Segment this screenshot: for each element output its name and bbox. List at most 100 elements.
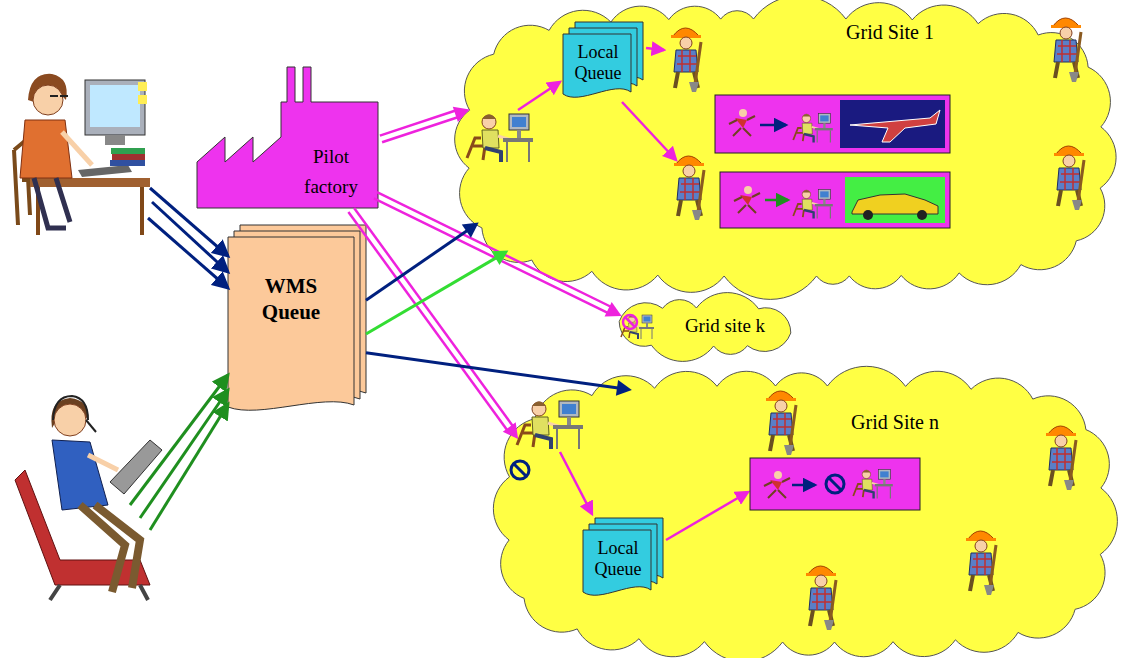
pilot-job-box-car-part [793, 190, 833, 219]
site-n-figures-part [966, 531, 996, 595]
connector [366, 223, 479, 301]
connector-line [382, 117, 459, 143]
node-label: Local Queue [585, 538, 651, 579]
connector-line [366, 257, 498, 334]
node-label: Grid Site n [825, 410, 965, 434]
grid-site-cloud-outline [495, 372, 1115, 656]
arrowhead [605, 302, 622, 316]
pilot-job-box-plane-part [850, 110, 940, 142]
user-woman-part [30, 178, 150, 187]
connector-line [380, 110, 457, 136]
pilot-job-box-plane-part [793, 114, 833, 143]
pilot-job-box-plane-part [760, 124, 786, 127]
node-label: Grid Site 1 [820, 20, 960, 44]
connector [366, 353, 632, 396]
pilot-job-box-blocked-part [750, 458, 920, 510]
user-woman-part [50, 95, 68, 97]
user-arrows-part [150, 404, 228, 530]
pilot-job-box-car-part [720, 172, 950, 228]
connector-line [354, 208, 514, 428]
user-woman [14, 74, 150, 235]
user-man-part [54, 404, 86, 436]
user-woman-part [34, 178, 70, 228]
connector [380, 107, 470, 143]
site-n-figures-part [806, 566, 836, 630]
pilot-job-box-car-part [734, 186, 760, 213]
user-woman-part [85, 80, 145, 135]
local-queue: Local Queue [583, 518, 663, 598]
grid-site-cloud: Grid Site n Local Queue [495, 372, 1115, 656]
user-arrows [130, 188, 228, 530]
site-1-figures-part [467, 114, 533, 162]
user-man-part [88, 455, 118, 470]
site-1-figures-part [671, 28, 701, 92]
pilot-job-box-blocked-part [853, 470, 893, 499]
user-woman-part [28, 74, 67, 102]
pilot-job-box-car-part [845, 177, 945, 223]
local-queue-arrows-part [518, 82, 560, 110]
user-arrows-part [148, 218, 228, 288]
pilot-job-box-car-part [852, 194, 938, 214]
local-queue-arrows-part [666, 492, 748, 540]
site-n-figures-part [511, 461, 529, 479]
connector-line [374, 198, 609, 313]
arrowhead [616, 380, 632, 396]
connector-line [366, 353, 620, 389]
grid-site-cloud: Grid site k [605, 294, 805, 360]
pilot-job-box-blocked-part [792, 484, 815, 487]
user-woman-part [138, 82, 147, 91]
site-n-figures-part [517, 401, 583, 449]
user-woman-part [105, 135, 125, 145]
user-man-part [80, 505, 140, 592]
node-label: Pilot factory [285, 142, 377, 203]
connector-line [348, 212, 508, 431]
user-woman-part [138, 95, 147, 104]
site-k-figures-part [625, 317, 635, 327]
pilot-job-box-plane-part [729, 109, 755, 136]
grid-site-cloud: Grid Site 1 Local Queue [455, 5, 1115, 290]
site-k-figures [621, 315, 654, 339]
node-label: Local Queue [565, 42, 631, 83]
connector [366, 251, 508, 335]
user-woman-part [14, 140, 50, 225]
local-queue: Local Queue [563, 22, 643, 100]
pilot-job-box-blocked [750, 458, 920, 510]
site-1-figures-part [1054, 146, 1084, 210]
user-arrows-part [130, 375, 228, 505]
user-woman-part [111, 148, 145, 154]
queue-sheet [563, 34, 631, 97]
user-woman-part [78, 165, 132, 177]
user-man-part [15, 470, 150, 585]
local-queue-arrows-part [560, 452, 592, 514]
pilot-job-box-car-part [765, 199, 788, 202]
user-woman-part [90, 85, 140, 127]
pilot-job-box-blocked-part [826, 475, 844, 493]
connector [374, 192, 622, 316]
user-man-part [86, 420, 96, 432]
user-woman-part [20, 120, 72, 178]
node-label: Grid site k [655, 315, 795, 338]
arrowhead [503, 422, 518, 439]
user-man-part [51, 398, 88, 428]
pilot-factory: Pilot factory [195, 62, 381, 210]
cloud-shape [455, 0, 1116, 299]
arrowhead [453, 107, 470, 122]
user-man [15, 396, 162, 600]
queue-sheet [228, 237, 354, 410]
pilot-job-box-blocked-part [829, 478, 841, 490]
wms-queue: WMS Queue [228, 225, 366, 413]
user-man-part [52, 440, 108, 510]
local-queue-arrows [518, 48, 748, 540]
factory-shape [197, 67, 378, 208]
user-woman-part [62, 132, 92, 165]
pilot-job-box-car-part [917, 210, 927, 220]
local-queue-arrows-part [646, 48, 664, 50]
user-woman-part [33, 85, 63, 115]
pilot-job-box-car-part [863, 210, 873, 220]
connector [348, 208, 518, 439]
cloud-shape [493, 366, 1117, 658]
user-man-part [50, 585, 148, 600]
